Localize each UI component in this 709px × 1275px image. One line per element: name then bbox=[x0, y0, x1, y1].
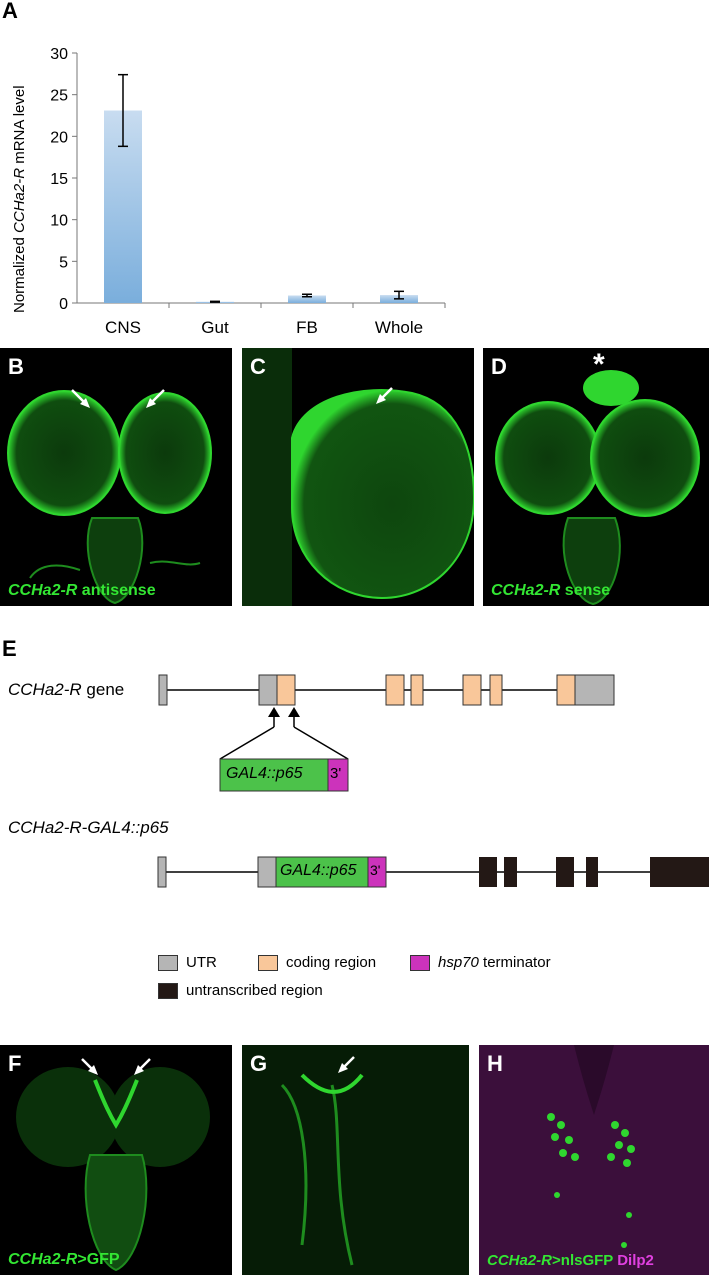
y-axis-label: Normalized CCHa2-R mRNA level bbox=[11, 85, 28, 313]
caption-f: CCHa2-R>GFP bbox=[8, 1251, 120, 1268]
utr-exon bbox=[257, 856, 277, 888]
x-tick-label: FB bbox=[296, 318, 318, 337]
y-tick-label: 20 bbox=[50, 129, 68, 146]
untranscribed-exon bbox=[586, 857, 598, 887]
y-tick-label: 10 bbox=[50, 213, 68, 230]
coding-exon bbox=[556, 674, 576, 706]
y-tick-label: 25 bbox=[50, 88, 68, 105]
insertion-arrow-left bbox=[268, 707, 280, 717]
fusion-label: CCHa2-R-GAL4::p65 bbox=[8, 818, 169, 837]
construct-label: GAL4::p65 bbox=[226, 765, 303, 782]
gal4-construct-box bbox=[219, 758, 329, 792]
panel-label-g: G bbox=[250, 1051, 268, 1076]
fusion-3prime: 3' bbox=[370, 862, 381, 878]
legend-hsp70: hsp70 terminator bbox=[410, 954, 551, 971]
brain-illustration-d bbox=[495, 370, 700, 606]
legend-swatch-coding bbox=[258, 954, 278, 971]
coding-exon bbox=[462, 674, 482, 706]
asterisk-mark: * bbox=[593, 348, 605, 381]
caption-b: CCHa2-R antisense bbox=[8, 582, 156, 599]
caption-h: CCHa2-R>nlsGFP Dilp2 bbox=[487, 1252, 654, 1269]
panel-label-c: C bbox=[250, 354, 266, 379]
utr-exon bbox=[158, 674, 168, 706]
brain-illustration-b bbox=[7, 389, 212, 605]
y-tick-label: 30 bbox=[50, 46, 68, 63]
x-tick-label: Whole bbox=[375, 318, 423, 337]
untranscribed-exon bbox=[556, 857, 574, 887]
coding-exon bbox=[276, 674, 296, 706]
gal4-fusion-box bbox=[275, 856, 369, 888]
hsp70-box bbox=[327, 758, 349, 792]
insertion-arrow-right bbox=[288, 707, 300, 717]
image-panel-b: B CCHa2-R antisense bbox=[0, 348, 232, 606]
image-panel-f: F CCHa2-R>GFP bbox=[0, 1045, 232, 1275]
hsp70-fusion-box bbox=[367, 856, 387, 888]
panel-label-b: B bbox=[8, 354, 24, 379]
gene-diagram bbox=[157, 674, 709, 888]
image-panel-c: C bbox=[242, 348, 474, 606]
legend-swatch-untranscribed bbox=[158, 982, 178, 999]
fusion-gal4-label: GAL4::p65 bbox=[280, 862, 357, 879]
construct-3prime: 3' bbox=[330, 765, 342, 782]
legend-swatch-hsp70 bbox=[410, 954, 430, 971]
coding-exon bbox=[489, 674, 503, 706]
image-panel-g: G bbox=[242, 1045, 469, 1275]
image-panel-d: D * CCHa2-R sense bbox=[483, 348, 709, 606]
brain-illustration-c bbox=[242, 348, 474, 606]
legend-utr: UTR bbox=[158, 954, 217, 971]
utr-exon bbox=[574, 674, 615, 706]
coding-exon bbox=[410, 674, 424, 706]
y-tick-label: 15 bbox=[50, 171, 68, 188]
utr-exon bbox=[258, 674, 278, 706]
legend-coding: coding region bbox=[258, 954, 376, 971]
utr-exon bbox=[157, 856, 167, 888]
untranscribed-exon bbox=[650, 857, 709, 887]
x-tick-label: CNS bbox=[105, 318, 141, 337]
legend-untranscribed: untranscribed region bbox=[158, 982, 323, 999]
untranscribed-exon bbox=[504, 857, 517, 887]
bar-fb bbox=[288, 295, 326, 303]
coding-exon bbox=[385, 674, 405, 706]
panel-label-a: A bbox=[2, 0, 18, 23]
legend-swatch-utr bbox=[158, 954, 178, 971]
brain-illustration-h bbox=[479, 1045, 709, 1275]
panel-label-f: F bbox=[8, 1051, 22, 1076]
panel-label-d: D bbox=[491, 354, 507, 379]
brain-illustration-g bbox=[242, 1045, 469, 1275]
y-tick-label: 0 bbox=[59, 296, 68, 313]
brain-illustration-f bbox=[16, 1058, 210, 1272]
image-panel-h: H CCHa2-R>nlsGFP Dilp2 bbox=[479, 1045, 709, 1275]
panel-label-h: H bbox=[487, 1051, 503, 1076]
x-tick-label: Gut bbox=[201, 318, 229, 337]
caption-d: CCHa2-R sense bbox=[491, 582, 611, 599]
gene-label: CCHa2-R gene bbox=[8, 680, 125, 699]
panel-label-e: E bbox=[2, 636, 17, 661]
untranscribed-exon bbox=[479, 857, 497, 887]
y-tick-label: 5 bbox=[59, 254, 68, 271]
